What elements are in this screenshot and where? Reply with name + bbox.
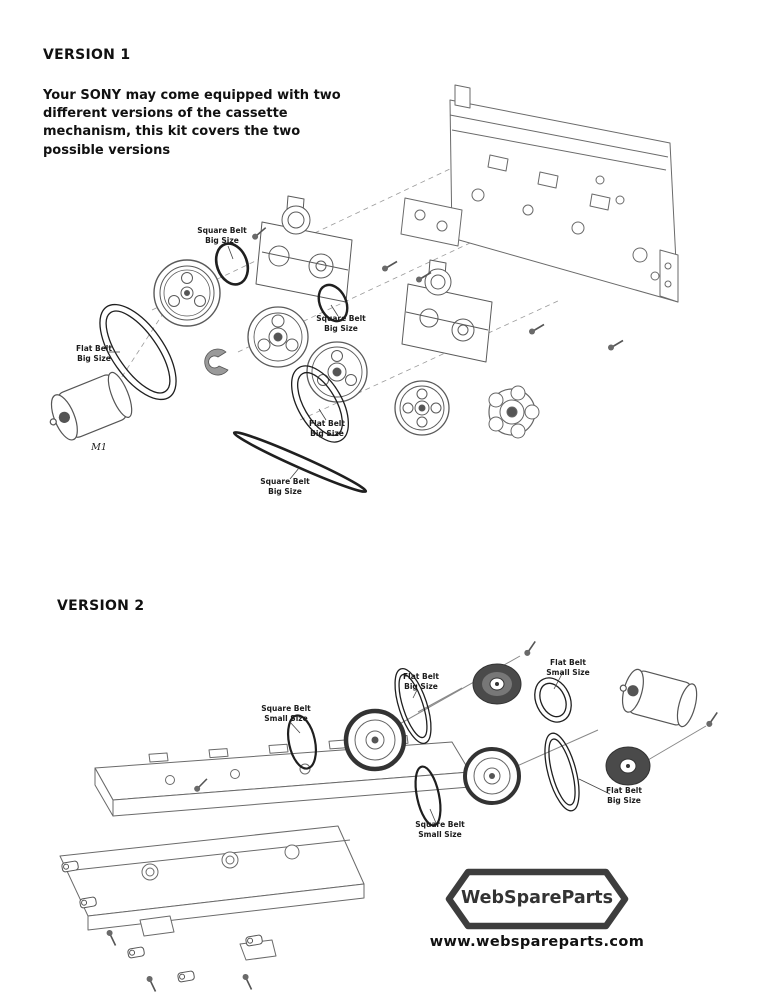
belt-label: Flat Belt Small Size xyxy=(546,658,590,677)
version2-title: VERSION 2 xyxy=(57,598,145,614)
mechanism-base-plate xyxy=(59,825,365,961)
clamp-holder xyxy=(204,348,229,376)
belt-label: Flat Belt Big Size xyxy=(403,672,439,691)
flat-belt-big xyxy=(99,303,177,401)
leader-lines xyxy=(108,245,339,480)
belt-label: Square Belt Big Size xyxy=(260,477,310,496)
screw-icon xyxy=(381,260,398,273)
roller-pulley xyxy=(343,708,407,772)
flat-disc-pulley xyxy=(605,746,651,786)
screw-icon xyxy=(144,974,158,993)
flat-disc-pulley xyxy=(472,663,522,705)
belt-label: Flat Belt Big Size xyxy=(309,419,345,438)
belt-label: Square Belt Big Size xyxy=(316,314,366,333)
motor xyxy=(619,668,698,728)
webspareparts-logo-hexagon xyxy=(445,868,629,930)
version1-title: VERSION 1 xyxy=(43,47,131,63)
square-belt-big xyxy=(317,283,349,323)
screw-icon xyxy=(702,711,723,729)
screw-icon xyxy=(528,323,545,336)
screw-icon xyxy=(240,972,254,991)
screw-icon xyxy=(520,640,541,658)
square-belt-small xyxy=(287,714,317,770)
chassis-plate xyxy=(94,735,471,817)
chassis-back-panel xyxy=(400,84,679,303)
flat-belt-big xyxy=(394,668,432,744)
motor-label: M1 xyxy=(91,442,107,453)
webspareparts-logo-text: WebSpareParts xyxy=(460,888,614,908)
latch-parts xyxy=(61,860,263,983)
mechanism-block xyxy=(401,259,493,363)
motor-m1 xyxy=(49,371,133,441)
belt-label: Square Belt Small Size xyxy=(261,704,311,723)
mechanism-block xyxy=(255,195,353,303)
screw-icon xyxy=(607,339,624,352)
flat-belt-big xyxy=(290,365,350,443)
square-belt-small xyxy=(414,765,442,827)
pulley xyxy=(394,380,450,436)
screw-icon xyxy=(104,928,118,947)
website-url: www.webspareparts.com xyxy=(429,934,645,950)
belt-label: Square Belt Small Size xyxy=(415,820,465,839)
square-belt-big xyxy=(214,242,250,286)
pulley xyxy=(306,341,368,403)
flat-belt-small xyxy=(534,677,572,723)
pulley xyxy=(247,306,309,368)
gear-pulley xyxy=(488,385,540,439)
version1-exploded-diagram xyxy=(49,84,679,494)
belt-label: Flat Belt Big Size xyxy=(76,344,112,363)
belt-label: Square Belt Big Size xyxy=(197,226,247,245)
flat-belt-big xyxy=(544,732,580,812)
flywheel-pulley xyxy=(153,259,221,327)
leader-lines xyxy=(289,671,611,824)
square-belt-big-long xyxy=(232,430,368,494)
belt-label: Flat Belt Big Size xyxy=(606,786,642,805)
version1-description: Your SONY may come equipped with two dif… xyxy=(43,88,341,158)
roller-pulley xyxy=(463,747,521,805)
version2-exploded-diagram xyxy=(59,640,723,993)
